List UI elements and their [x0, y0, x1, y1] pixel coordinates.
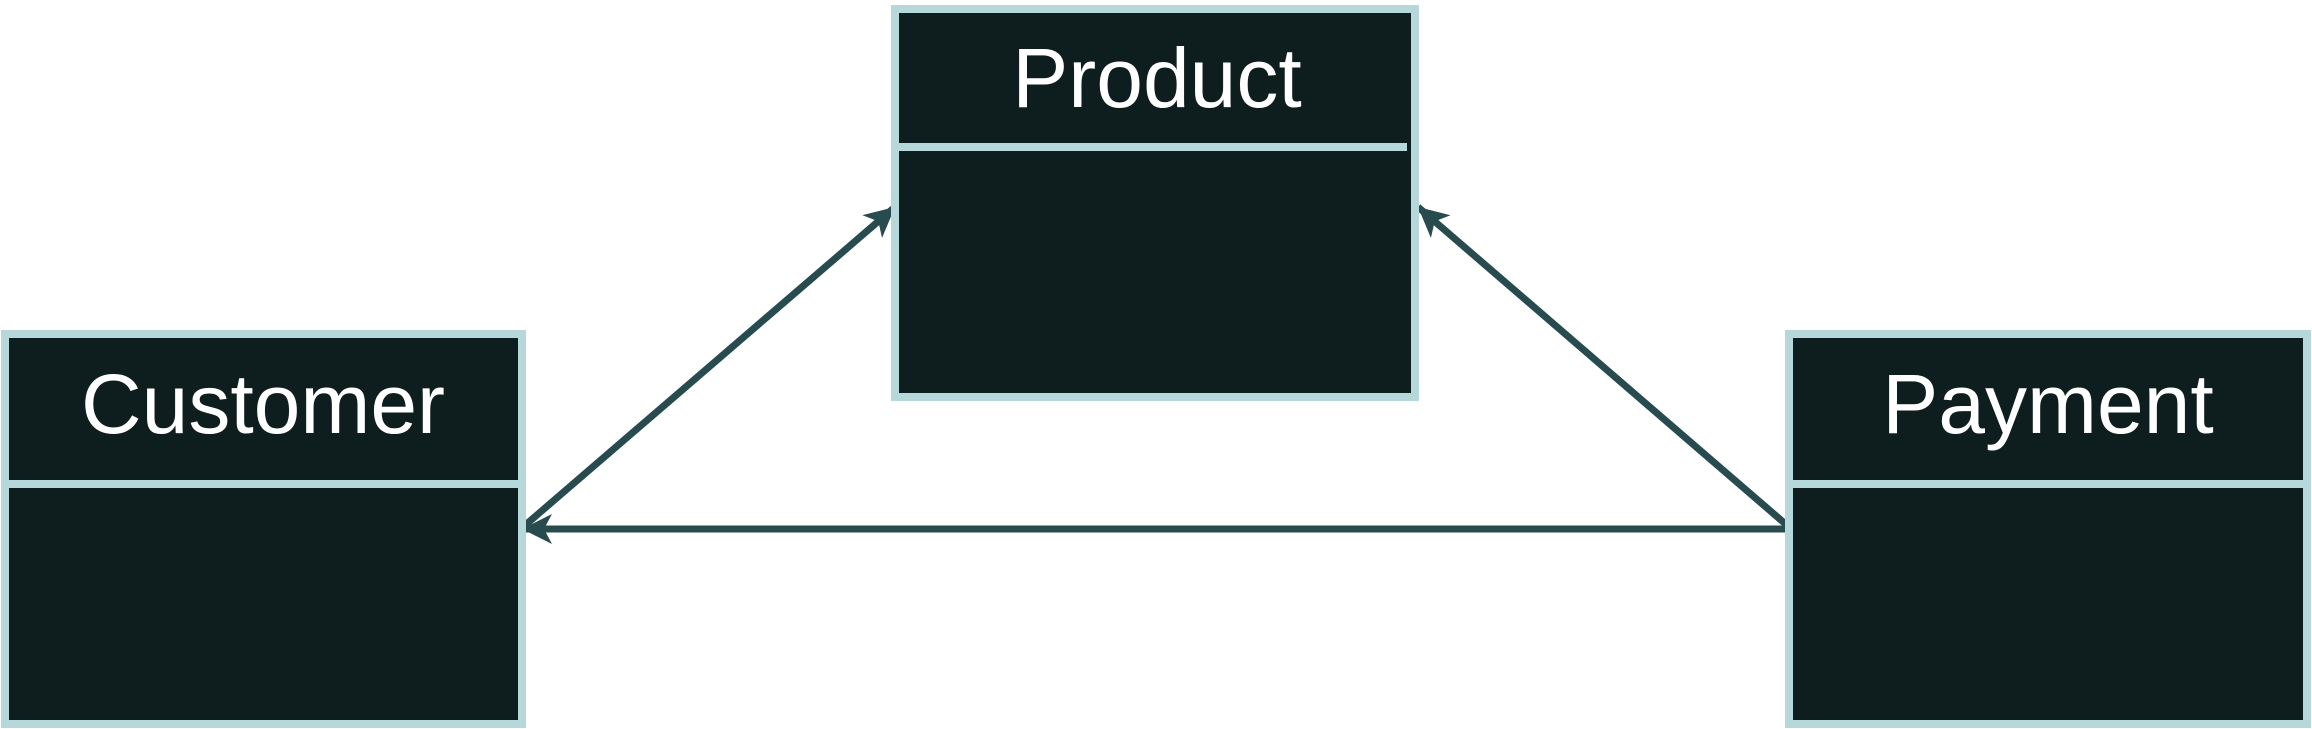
- class-box-payment[interactable]: Payment: [1785, 330, 2311, 728]
- payment-box-frame: [1785, 330, 2311, 728]
- customer-class-name: Customer: [81, 357, 445, 451]
- connectors: [520, 204, 1792, 544]
- class-box-product[interactable]: Product: [891, 5, 1419, 401]
- class-box-customer[interactable]: Customer: [1, 330, 526, 728]
- product-class-name: Product: [1012, 31, 1302, 125]
- product-box-frame: [891, 5, 1419, 401]
- customer-box-frame: [1, 330, 526, 728]
- payment-class-name: Payment: [1882, 357, 2214, 451]
- connector-customer-to-product[interactable]: [520, 204, 898, 530]
- connector-payment-to-product[interactable]: [1415, 204, 1792, 530]
